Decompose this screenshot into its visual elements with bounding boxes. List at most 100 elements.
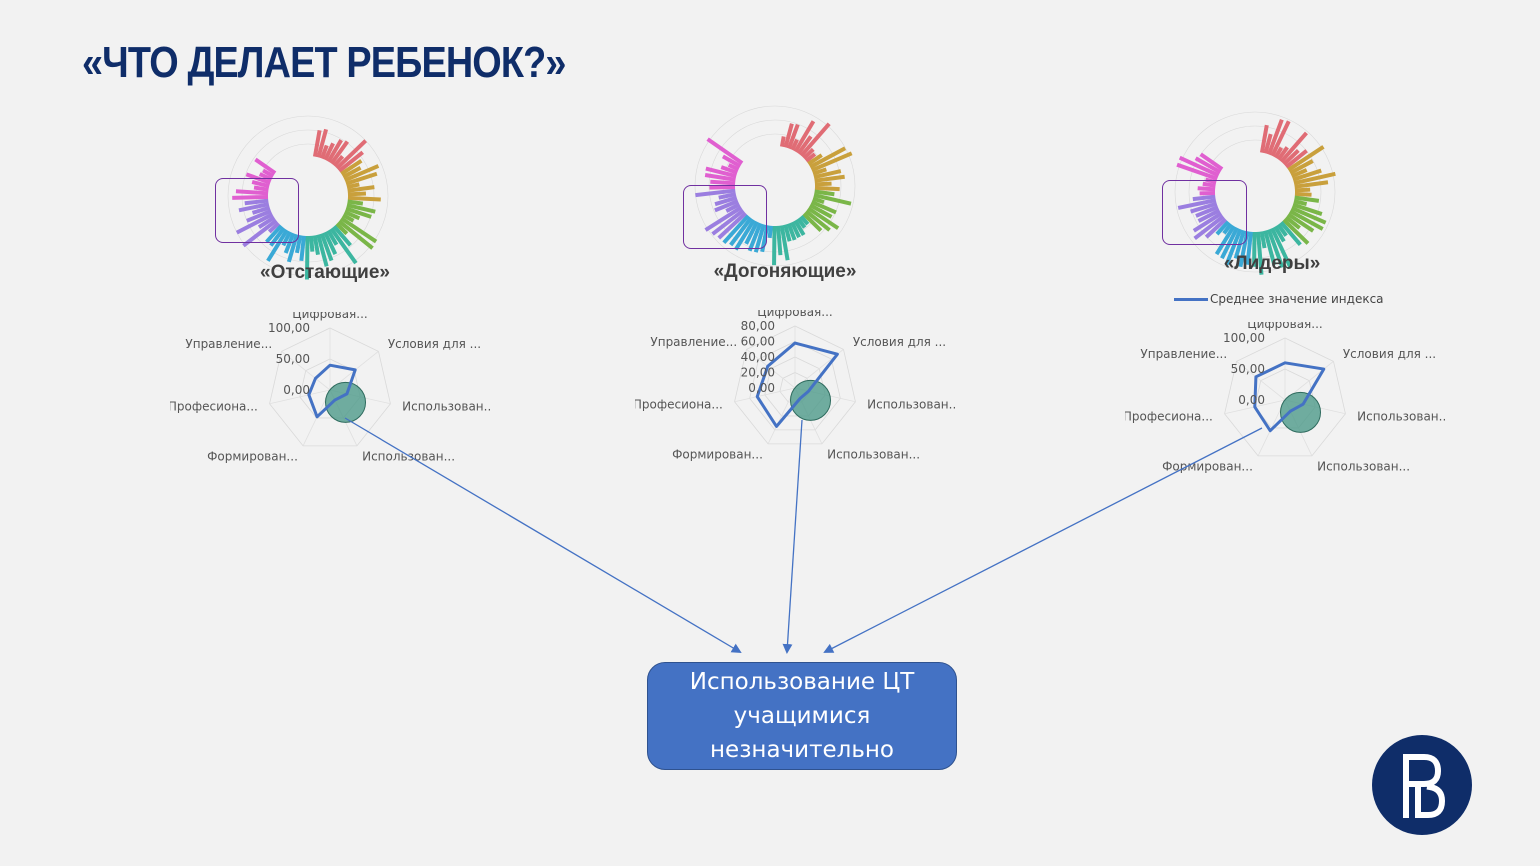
chart-legend: Среднее значение индекса [1174,292,1384,306]
radial-bar [1192,211,1223,233]
group-label-laggards: «Отстающие» [260,262,390,283]
radar-tick-label: 40,00 [741,350,775,364]
radar-tick-label: 20,00 [741,366,775,380]
radar-category-label: Использован... [1357,409,1445,423]
radial-bar [714,195,738,207]
radial-bar [340,216,378,244]
radial-bar [1259,124,1269,153]
radial-bar [1276,146,1289,161]
radial-bar [1263,230,1277,266]
radial-bar [1199,152,1224,171]
radial-bar [1287,145,1325,172]
radial-bar [1204,217,1227,239]
radial-bar [1266,228,1285,269]
radial-bar [1289,159,1314,175]
radial-bar [812,167,827,176]
radial-bar [326,229,339,246]
radial-bar [267,221,280,234]
radial-bar [1270,120,1291,157]
radial-bar [257,215,276,229]
radial-bar [1273,225,1286,243]
radial-bar [1220,226,1239,260]
radial-bar [346,182,360,190]
radial-bar [299,235,306,262]
radial-bar [346,203,376,214]
radial-bar [811,151,853,173]
group-label-catching-up: «Догоняющие» [713,261,857,282]
radial-bar [753,223,766,253]
radar-tick-label: 0,00 [1238,393,1265,407]
radar-category-label: Професиона... [170,399,258,413]
radial-bar [814,189,835,197]
radar-category-label: Формирован... [672,448,763,462]
highlight-circle [790,379,832,421]
radial-bar [1202,181,1216,188]
radar-category-label: Професиона... [635,397,723,411]
radar-category-label: Условия для ... [853,335,946,349]
radar-category-label: Формирован... [207,450,298,464]
radial-bar [338,150,364,173]
radial-bar [711,208,745,236]
radar-category-label: Цифровая... [757,310,832,319]
radar-category-label: Управление... [185,337,272,351]
radial-bar [242,218,278,248]
radial-bar [705,166,737,179]
radial-bar [717,211,747,240]
radial-bar [787,123,800,150]
radial-bar [809,203,833,219]
radial-bar [344,164,380,183]
radial-bar [319,232,334,262]
radial-bar [312,129,322,157]
radial-bar [1222,222,1233,235]
radial-bar [1287,212,1315,233]
radial-bar [786,222,797,241]
radial-bar [744,220,759,245]
radial-bar [326,139,343,163]
radial-bar [783,123,794,148]
radar-category-label: Использован... [867,397,955,411]
radar-category-label: Формирован... [1162,460,1253,474]
radial-bar [1279,221,1302,246]
radial-bar [1178,155,1220,178]
radial-bar [1263,133,1273,154]
radial-bar [262,168,275,178]
radial-bar [238,202,270,213]
hse-logo-icon [1372,735,1472,835]
radial-bar [347,185,375,193]
radial-bar [329,140,349,165]
radar-spoke [1236,361,1286,401]
radial-bar-chart-catching-up [694,105,856,267]
radar-category-label: Использован... [402,399,490,413]
radial-bar [265,224,283,244]
radial-bar [796,217,807,229]
radar-tick-label: 80,00 [741,319,775,333]
radial-bar [316,128,329,158]
radial-bar [779,225,790,261]
radial-bar [323,142,335,161]
radial-bar [783,224,792,242]
radial-bar [1256,231,1264,275]
radial-bar [725,202,741,213]
radial-bar [695,188,736,198]
radial-bar [1294,191,1312,197]
radial-bar [345,171,378,186]
radar-tick-label: 0,00 [283,383,310,397]
radial-bar [335,139,368,170]
radial-bar [266,228,289,262]
radial-bar [316,234,329,267]
radial-bar [734,218,756,251]
radial-bar [704,205,743,232]
radar-category-label: Цифровая... [1247,322,1322,331]
radar-tick-label: 60,00 [741,335,775,349]
radial-bar [294,234,303,254]
radial-bar [710,179,736,186]
radial-bar [342,165,362,179]
radial-bar [1176,162,1218,181]
radial-bar [1282,149,1300,166]
radial-bar [779,136,786,147]
radial-bar [1294,180,1329,189]
radial-bar [814,174,845,183]
radar-spoke [269,389,331,405]
